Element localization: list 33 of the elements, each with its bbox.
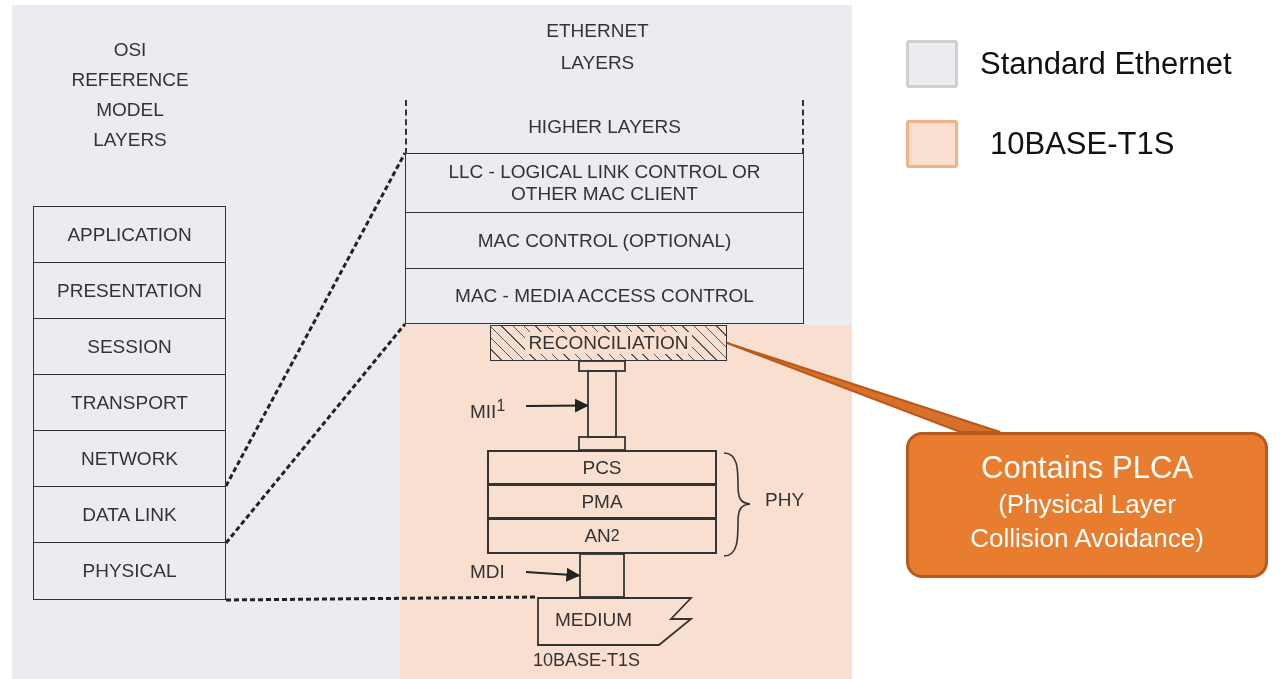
layer-box: MAC - MEDIA ACCESS CONTROL (405, 268, 804, 324)
hatched-layer-box (490, 325, 727, 361)
legend-label: 10BASE-T1S (990, 126, 1175, 162)
legend-label: Standard Ethernet (980, 46, 1232, 82)
mapping-line (224, 323, 407, 544)
layer-box: SESSION (33, 318, 226, 375)
callout-text: (Physical Layer Collision Avoidance) (969, 488, 1205, 555)
layer-box: MAC CONTROL (OPTIONAL) (405, 212, 804, 269)
layer-box: PMA (487, 484, 717, 519)
group-label: PHY (765, 488, 806, 512)
callout-box (906, 432, 1268, 578)
mapping-line (226, 595, 537, 602)
layer-box: HIGHER LAYERS (405, 100, 804, 154)
layer-box: LLC - LOGICAL LINK CONTROL OR OTHER MAC CLIENT (405, 153, 804, 213)
callout-heading: Contains PLCA (980, 449, 1194, 487)
medium-label: MEDIUM (555, 609, 633, 631)
layer-box: PRESENTATION (33, 262, 226, 319)
callout-pointer (726, 342, 1002, 433)
column-heading: ETHERNET LAYERS (545, 19, 650, 75)
layer-box: PCS (487, 450, 717, 485)
layer-box: TRANSPORT (33, 374, 226, 431)
layer-box: PHYSICAL (33, 542, 226, 600)
layer-box: APPLICATION (33, 206, 226, 263)
column-heading: OSI REFERENCE MODEL LAYERS (70, 38, 190, 152)
layer-box: DATA LINK (33, 486, 226, 543)
medium-caption: 10BASE-T1S (533, 650, 641, 671)
arrow (525, 398, 589, 413)
interface-label: MDI (470, 558, 526, 586)
arrow (525, 567, 581, 582)
layer-box: NETWORK (33, 430, 226, 487)
layer-label: RECONCILIATION (525, 332, 692, 354)
mapping-line (224, 152, 407, 487)
interface-label: MII$^{1}$ (470, 392, 526, 420)
